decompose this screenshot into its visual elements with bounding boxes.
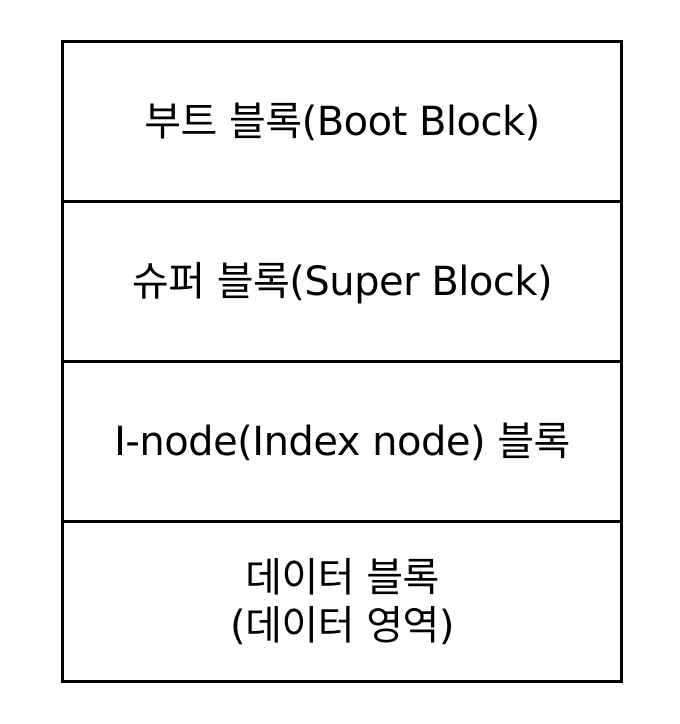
super-block: 슈퍼 블록(Super Block): [64, 200, 620, 360]
inode-block: I-node(Index node) 블록: [64, 360, 620, 520]
data-block: 데이터 블록 (데이터 영역): [64, 520, 620, 680]
data-block-label-line2: (데이터 영역): [230, 602, 454, 649]
boot-block-label: 부트 블록(Boot Block): [144, 98, 540, 145]
file-system-layout-diagram: 부트 블록(Boot Block) 슈퍼 블록(Super Block) I-n…: [61, 40, 623, 683]
data-block-label-line1: 데이터 블록: [245, 554, 439, 601]
super-block-label: 슈퍼 블록(Super Block): [131, 258, 553, 305]
inode-block-label: I-node(Index node) 블록: [114, 418, 570, 465]
data-block-label: 데이터 블록 (데이터 영역): [230, 554, 454, 650]
boot-block: 부트 블록(Boot Block): [64, 43, 620, 200]
